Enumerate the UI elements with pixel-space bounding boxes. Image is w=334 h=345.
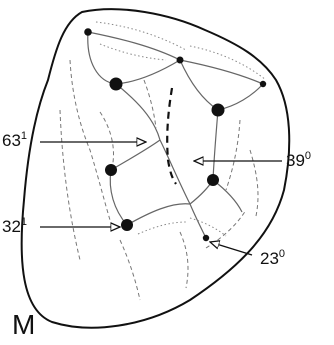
- label-63: 631: [2, 130, 27, 150]
- arrow-23: [210, 242, 252, 255]
- tooth-outline: [22, 9, 290, 327]
- grooves-dashed: [60, 60, 258, 300]
- large-dot: [212, 104, 225, 117]
- cusp-ridges: [88, 32, 263, 238]
- small-dot: [177, 57, 184, 64]
- central-fissure: [167, 88, 176, 184]
- label-39: 390: [286, 150, 311, 170]
- large-dot: [105, 164, 117, 176]
- large-dot: [207, 174, 219, 186]
- small-dot: [260, 81, 266, 87]
- label-32: 321: [2, 216, 27, 236]
- large-dot: [121, 219, 133, 231]
- label-23: 230: [260, 248, 285, 268]
- large-dot: [110, 78, 123, 91]
- small-dot: [84, 28, 92, 36]
- small-dot: [203, 235, 209, 241]
- side-label-m: M: [12, 309, 35, 340]
